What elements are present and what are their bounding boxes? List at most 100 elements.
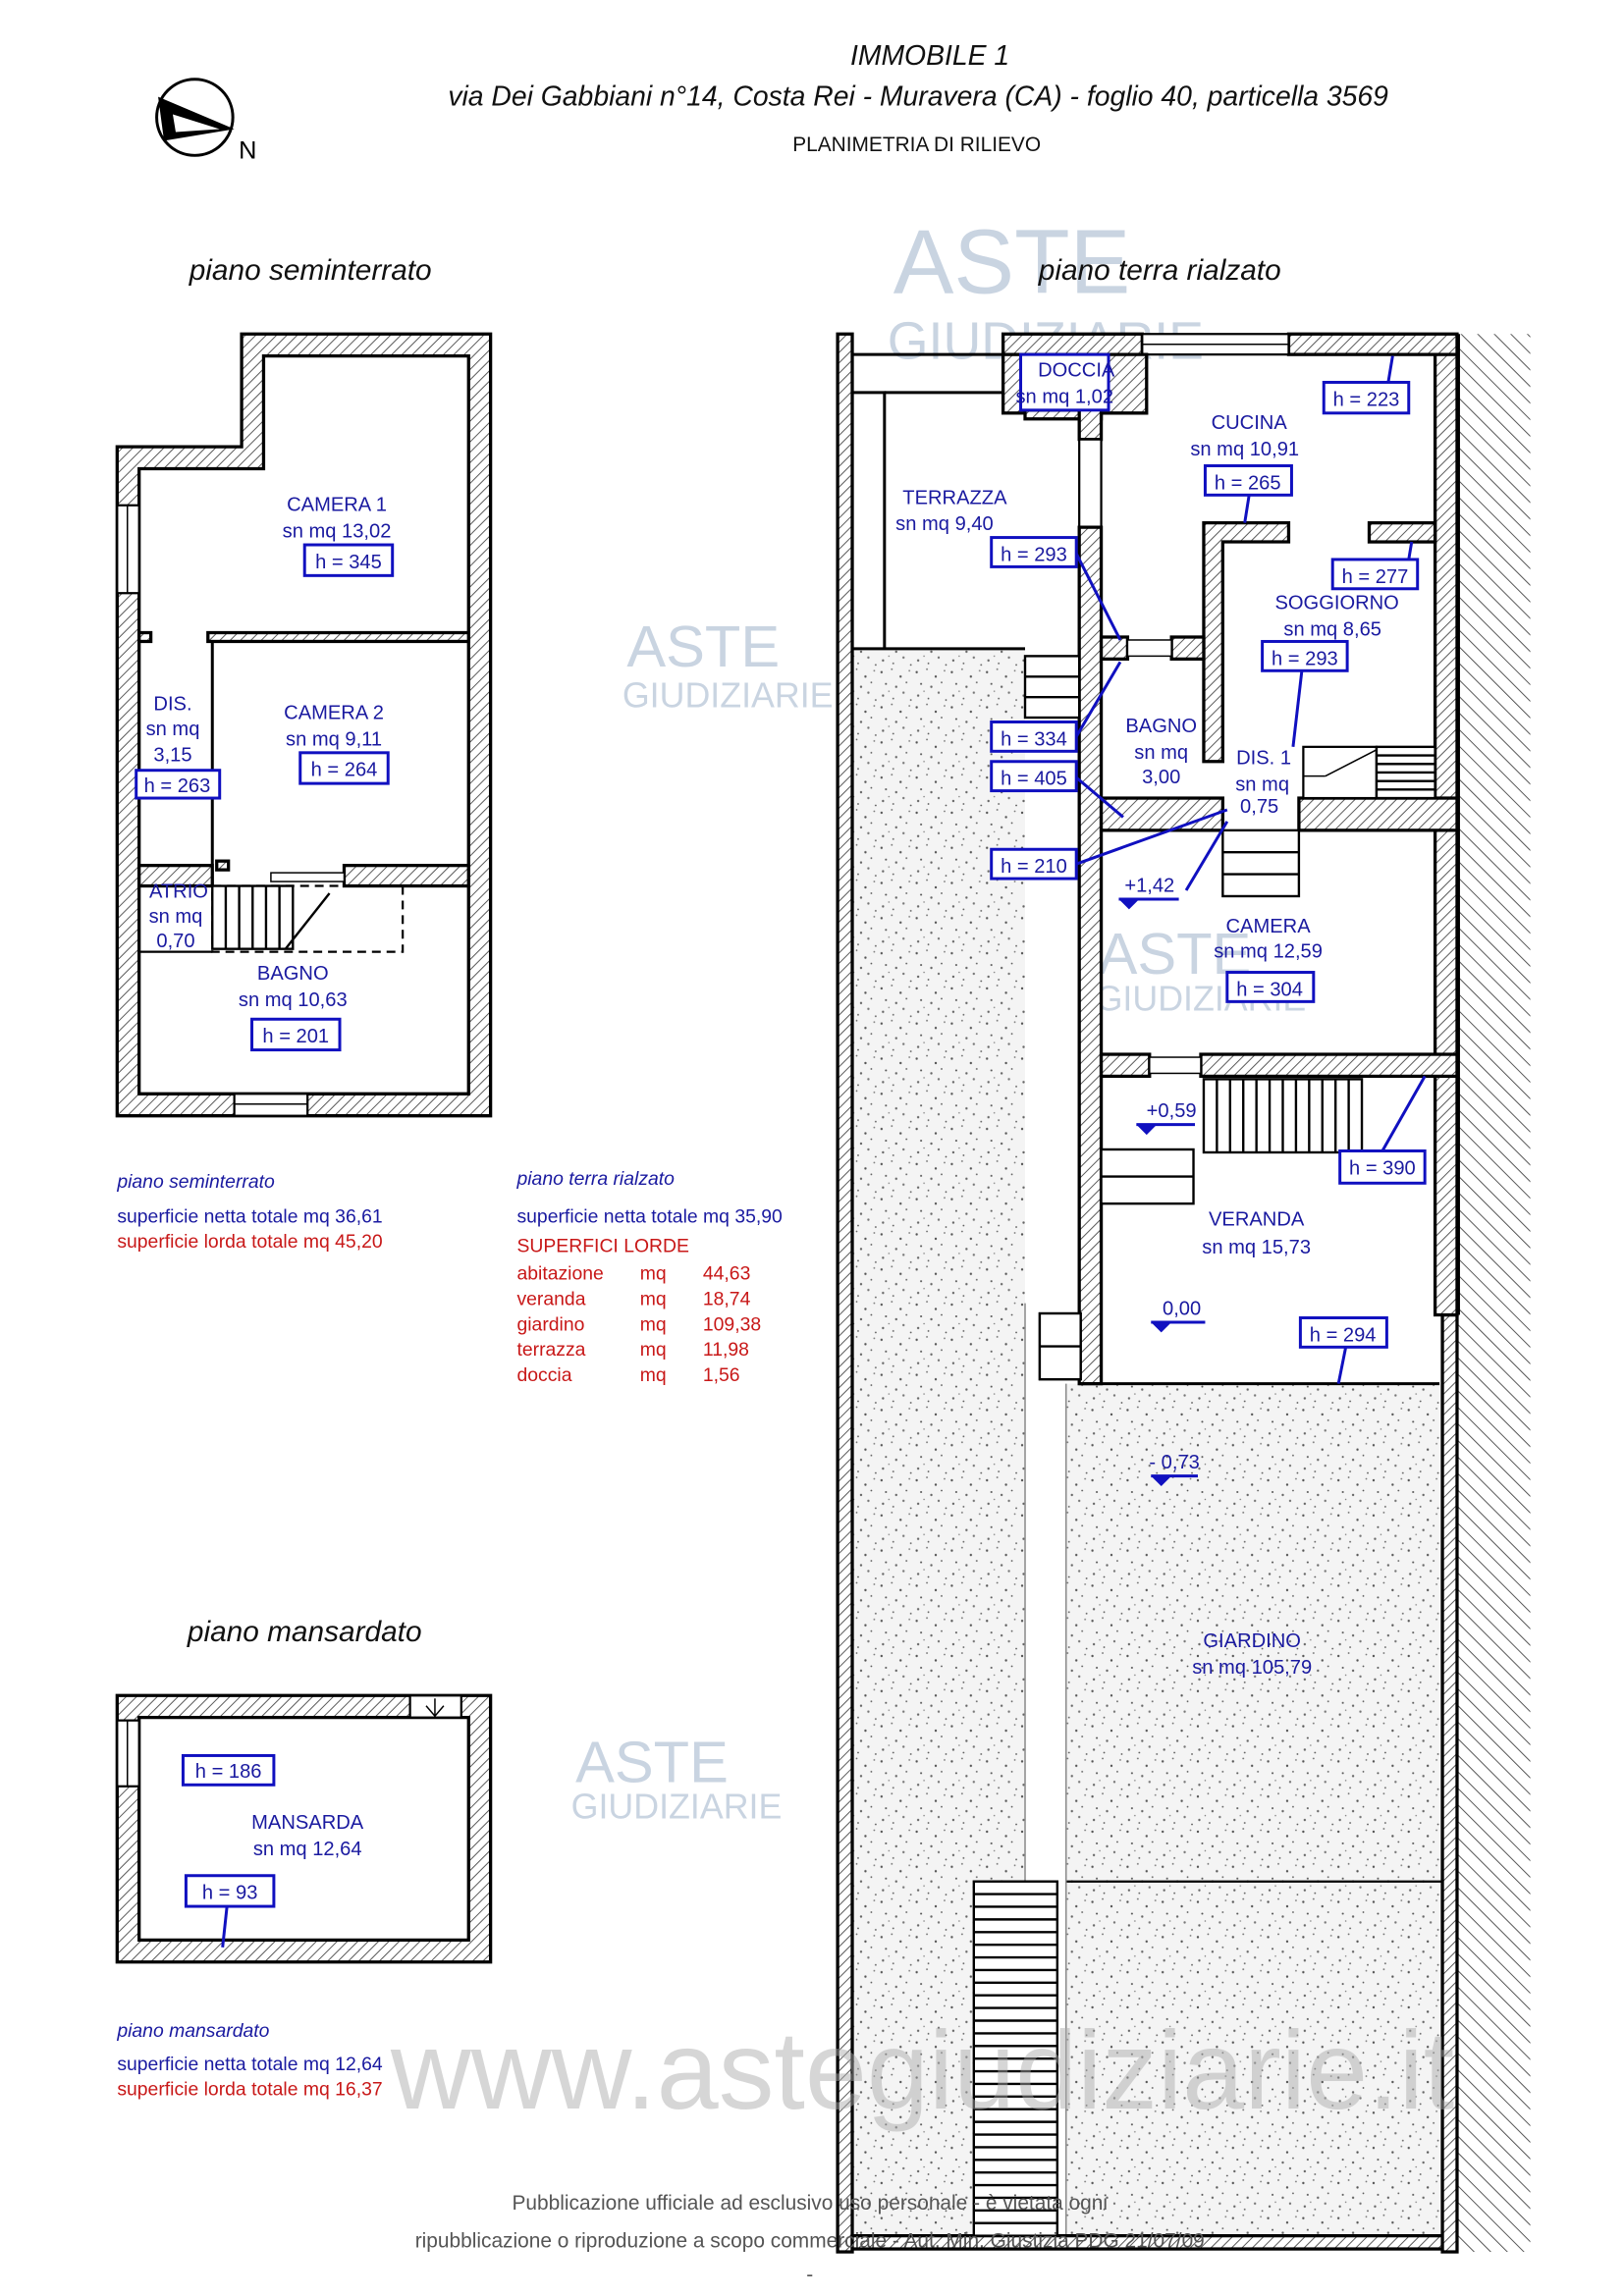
document-title: IMMOBILE 1 (850, 40, 1009, 72)
terra-plan (836, 332, 1531, 2254)
svg-text:h = 265: h = 265 (1215, 472, 1281, 494)
lorde-value: 11,98 (703, 1339, 749, 1361)
svg-text:h = 93: h = 93 (202, 1883, 258, 1904)
room-area: sn mq 10,63 (239, 989, 348, 1011)
height-badge: h = 277 (1330, 558, 1420, 591)
height-badge (1019, 352, 1110, 412)
svg-text:ASTE: ASTE (893, 211, 1130, 313)
svg-text:h = 293: h = 293 (1001, 544, 1067, 565)
lorde-unit: mq (640, 1289, 667, 1310)
svg-text:h = 277: h = 277 (1342, 566, 1409, 588)
svg-text:h = 390: h = 390 (1349, 1157, 1416, 1179)
room-area: 3,15 (153, 745, 191, 767)
room-area: sn mq 9,11 (286, 728, 382, 750)
room-name: ATRIO (149, 881, 208, 902)
room-name: MANSARDA (251, 1812, 364, 1834)
svg-text:h = 334: h = 334 (1001, 728, 1067, 750)
north-label: N (239, 136, 256, 164)
height-badge: h = 263 (135, 769, 222, 800)
window (116, 504, 140, 595)
svg-text:3,00: 3,00 (1142, 767, 1180, 788)
room-name: CAMERA 2 (284, 703, 384, 724)
svg-text:sn mq: sn mq (1134, 742, 1188, 764)
room-area: sn mq 12,64 (253, 1839, 362, 1860)
terra-legend: piano terra rialzato superficie netta to… (515, 1168, 783, 1386)
seminterrato-plan (115, 332, 493, 1118)
svg-text:GIARDINO: GIARDINO (1203, 1630, 1301, 1652)
svg-text:h = 304: h = 304 (1236, 979, 1303, 1000)
svg-text:-: - (806, 2264, 813, 2286)
lorde-label: terrazza (516, 1339, 585, 1361)
height-badge: h = 304 (1225, 971, 1316, 1003)
svg-text:TERRAZZA: TERRAZZA (902, 487, 1007, 508)
svg-text:sn mq 1,02: sn mq 1,02 (1015, 386, 1113, 407)
terra-title: piano terra rialzato (1038, 254, 1281, 287)
svg-text:superficie netta totale mq 36,: superficie netta totale mq 36,61 (117, 1206, 382, 1228)
seminterrato-labels: CAMERA 1 sn mq 13,02 h = 345 DIS. sn mq … (135, 495, 395, 1052)
svg-text:CUCINA: CUCINA (1212, 412, 1288, 434)
lorde-label: giardino (516, 1313, 584, 1335)
height-badge: h = 223 (1322, 380, 1411, 415)
svg-text:h = 201: h = 201 (262, 1026, 329, 1047)
svg-text:superficie lorda totale mq 16,: superficie lorda totale mq 16,37 (117, 2078, 382, 2100)
height-badge: h = 186 (181, 1753, 276, 1787)
svg-text:piano seminterrato: piano seminterrato (116, 1171, 275, 1193)
lorde-value: 109,38 (703, 1313, 761, 1335)
mansardato-plan: h = 186 MANSARDA sn mq 12,64 h = 93 (115, 1693, 493, 1964)
svg-text:h = 294: h = 294 (1310, 1324, 1377, 1346)
svg-text:VERANDA: VERANDA (1209, 1209, 1305, 1231)
stairs (1023, 655, 1081, 720)
svg-text:sn mq: sn mq (1235, 774, 1289, 796)
svg-text:sn mq 10,91: sn mq 10,91 (1190, 439, 1299, 460)
svg-text:superficie netta totale mq 12,: superficie netta totale mq 12,64 (117, 2054, 383, 2075)
svg-text:ASTE: ASTE (575, 1729, 729, 1794)
height-badge: h = 93 (184, 1874, 276, 1908)
lorde-unit: mq (640, 1364, 667, 1386)
svg-text:h = 210: h = 210 (1001, 856, 1067, 878)
room-name: CAMERA 1 (287, 495, 387, 516)
height-badge: h = 293 (990, 536, 1078, 568)
footer: Pubblicazione ufficiale ad esclusivo uso… (415, 2192, 1205, 2286)
svg-text:0,75: 0,75 (1240, 796, 1278, 818)
room-area: 0,70 (156, 931, 194, 952)
mansardato-title: piano mansardato (187, 1616, 422, 1648)
lorde-label: abitazione (516, 1263, 603, 1285)
svg-text:h = 405: h = 405 (1001, 769, 1067, 790)
room-name: BAGNO (257, 963, 329, 985)
property-address: via Dei Gabbiani n°14, Costa Rei - Murav… (448, 81, 1388, 113)
svg-text:DOCCIA: DOCCIA (1038, 360, 1115, 382)
mansardato-legend: piano mansardato superficie netta totale… (116, 2020, 383, 2101)
lorde-unit: mq (640, 1313, 667, 1335)
svg-text:sn mq 105,79: sn mq 105,79 (1192, 1657, 1312, 1679)
level-marker: - 0,73 (1149, 1452, 1199, 1473)
lorde-unit: mq (640, 1339, 667, 1361)
room-area: sn mq 13,02 (283, 521, 392, 543)
svg-text:h = 223: h = 223 (1333, 389, 1400, 410)
svg-text:h = 186: h = 186 (195, 1761, 262, 1783)
lorde-value: 18,74 (703, 1289, 751, 1310)
level-marker: +0,59 (1147, 1100, 1197, 1122)
level-marker: 0,00 (1163, 1299, 1201, 1320)
north-compass-icon: N (155, 78, 256, 164)
height-badge: h = 265 (1203, 464, 1293, 497)
height-badge: h = 345 (302, 543, 395, 577)
svg-text:SOGGIORNO: SOGGIORNO (1274, 593, 1398, 614)
svg-text:piano mansardato: piano mansardato (116, 2020, 269, 2042)
seminterrato-legend: piano seminterrato superficie netta tota… (116, 1171, 383, 1253)
height-badge: h = 201 (250, 1017, 342, 1052)
height-badge: h = 210 (990, 847, 1078, 881)
height-badge: h = 294 (1298, 1316, 1388, 1349)
svg-text:h = 345: h = 345 (315, 552, 382, 573)
room-area: sn mq (146, 719, 200, 740)
level-marker: +1,42 (1124, 875, 1174, 896)
svg-text:sn mq 9,40: sn mq 9,40 (895, 513, 994, 535)
header: IMMOBILE 1 via Dei Gabbiani n°14, Costa … (448, 40, 1388, 156)
svg-text:sn mq 12,59: sn mq 12,59 (1214, 941, 1323, 963)
lorde-unit: mq (640, 1263, 667, 1285)
svg-text:SUPERFICI LORDE: SUPERFICI LORDE (516, 1235, 689, 1256)
stairs (1221, 828, 1301, 898)
seminterrato-title: piano seminterrato (189, 254, 432, 287)
room-area: sn mq (149, 906, 203, 928)
watermark-url: www.astegiudiziarie.it (390, 2008, 1454, 2133)
